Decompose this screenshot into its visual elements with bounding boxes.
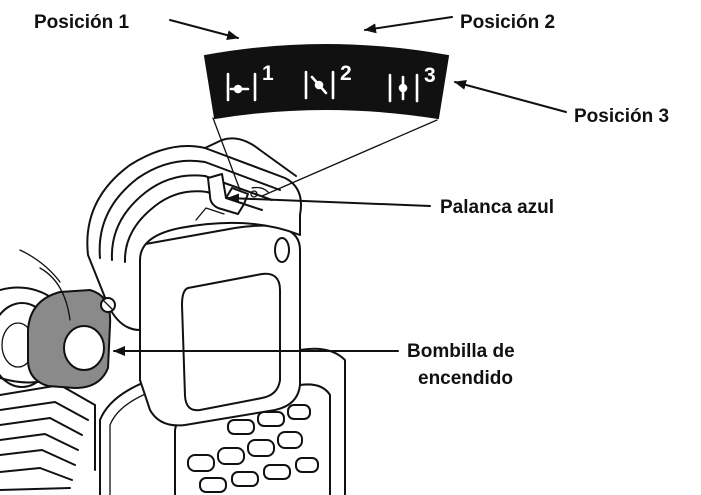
- arrow-position-1: [169, 19, 239, 41]
- label-position-3: Posición 3: [574, 106, 669, 127]
- position-2-symbol-icon: [304, 70, 335, 100]
- dial-plate: [203, 44, 450, 120]
- dial-number-3: 3: [424, 64, 436, 87]
- left-cord: [39, 267, 71, 321]
- label-power-bulb-line-2: encendido: [418, 368, 513, 389]
- position-3-symbol-icon: [388, 73, 419, 103]
- dial-leader-right: [261, 119, 438, 197]
- position-dial: 1 2 3: [203, 44, 450, 120]
- label-position-2: Posición 2: [460, 12, 555, 33]
- vent-slots: [187, 404, 319, 493]
- label-position-1: Posición 1: [34, 12, 129, 33]
- top-cover: [86, 137, 302, 331]
- dial-leader-left: [212, 117, 241, 191]
- lower-housing: [99, 347, 346, 495]
- label-power-bulb-line-1: Bombilla de: [407, 341, 515, 362]
- dial-number-1: 1: [262, 62, 274, 85]
- main-body: [139, 224, 301, 427]
- machine-illustration: [0, 137, 346, 495]
- left-stacked-plates: [0, 384, 96, 491]
- label-blue-lever: Palanca azul: [440, 197, 554, 218]
- power-bulb: [63, 325, 105, 371]
- power-bulb-assembly: [27, 288, 116, 390]
- position-1-symbol-icon: [226, 72, 257, 102]
- arrow-blue-lever: [227, 193, 431, 207]
- arrow-position-3: [454, 80, 567, 113]
- arrow-position-2: [364, 16, 453, 34]
- dial-number-2: 2: [340, 62, 352, 85]
